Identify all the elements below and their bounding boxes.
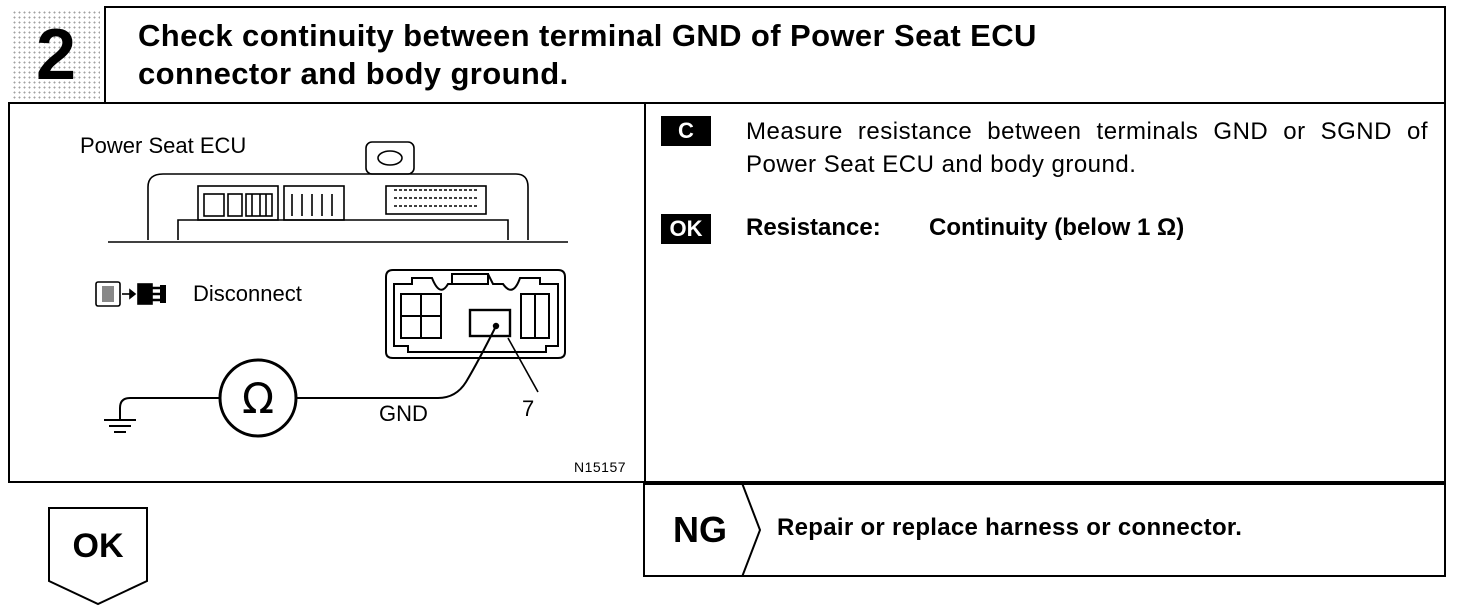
resistance-value: Continuity (below 1 Ω) bbox=[929, 214, 1185, 241]
ecu-housing bbox=[108, 141, 568, 243]
gnd-terminal-label: GND bbox=[379, 401, 428, 426]
ok-flow-arrow bbox=[48, 507, 148, 606]
step-number-texture bbox=[12, 10, 100, 100]
check-tag: C bbox=[661, 116, 711, 146]
step-number-box: 2 bbox=[8, 6, 106, 104]
ng-action-text: Repair or replace harness or connector. bbox=[777, 514, 1243, 541]
pin-number-label: 7 bbox=[522, 396, 535, 421]
ok-spec-tag: OK bbox=[661, 214, 711, 244]
ohm-symbol: Ω bbox=[242, 374, 274, 423]
test-wiring bbox=[104, 325, 539, 438]
instruction-panel bbox=[644, 102, 1446, 483]
ecu-label: Power Seat ECU bbox=[80, 133, 247, 158]
step-title-line2: connector and body ground. bbox=[138, 56, 569, 91]
measure-instruction: Measure resistance between terminals GND… bbox=[746, 118, 1428, 178]
step-title-line1: Check continuity between terminal GND of… bbox=[138, 18, 1037, 53]
ng-result-box bbox=[643, 483, 1446, 577]
ng-chevron-divider bbox=[741, 483, 762, 577]
connector-diagram: Ω bbox=[95, 141, 568, 438]
connector-face bbox=[385, 269, 566, 359]
step-number: 2 bbox=[35, 15, 77, 95]
disconnect-label: Disconnect bbox=[193, 281, 302, 306]
ok-result-label: OK bbox=[72, 527, 124, 565]
disconnect-icon bbox=[95, 281, 166, 307]
resistance-label: Resistance: bbox=[746, 214, 881, 241]
figure-code: N15157 bbox=[574, 459, 627, 475]
ng-result-label: NG bbox=[673, 509, 727, 550]
